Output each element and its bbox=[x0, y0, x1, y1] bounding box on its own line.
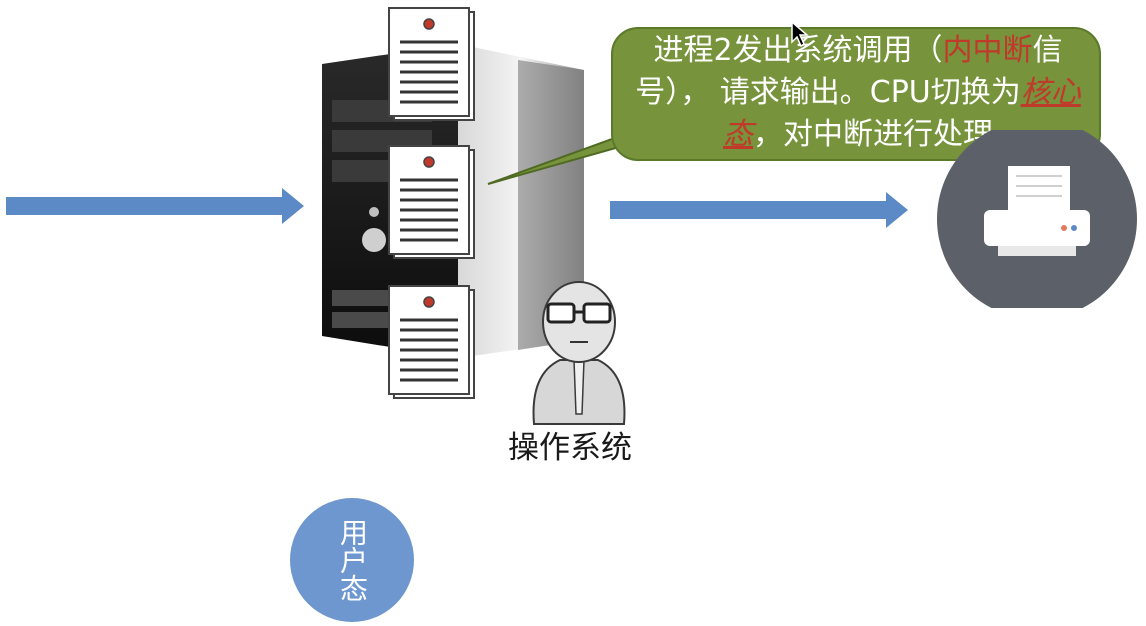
document-icon bbox=[388, 7, 475, 121]
server-tower-icon bbox=[322, 44, 584, 358]
callout-emphasis: 核心态 bbox=[723, 75, 1081, 152]
callout-text: 进程2发出系统调用（内中断信号）， 请求输出。CPU切换为核心态，对中断进行处理 bbox=[628, 30, 1088, 156]
callout-highlight: 内中断 bbox=[942, 33, 1033, 68]
output-arrow bbox=[610, 192, 908, 228]
document-icon bbox=[388, 145, 475, 259]
callout-part2: 信号）， 请求输出。CPU切换为 bbox=[635, 33, 1063, 110]
user-mode-label: 用户态 bbox=[336, 518, 369, 602]
operating-system-figure-icon bbox=[532, 281, 626, 425]
printer-icon bbox=[937, 130, 1137, 308]
mouse-cursor-icon bbox=[791, 20, 810, 48]
incoming-arrow bbox=[6, 188, 304, 224]
callout-bubble bbox=[487, 27, 1101, 185]
user-mode-badge: 用户态 bbox=[290, 498, 414, 622]
os-label: 操作系统 bbox=[508, 430, 632, 466]
callout-part3: ，对中断进行处理 bbox=[753, 117, 993, 152]
document-icon bbox=[388, 285, 475, 399]
